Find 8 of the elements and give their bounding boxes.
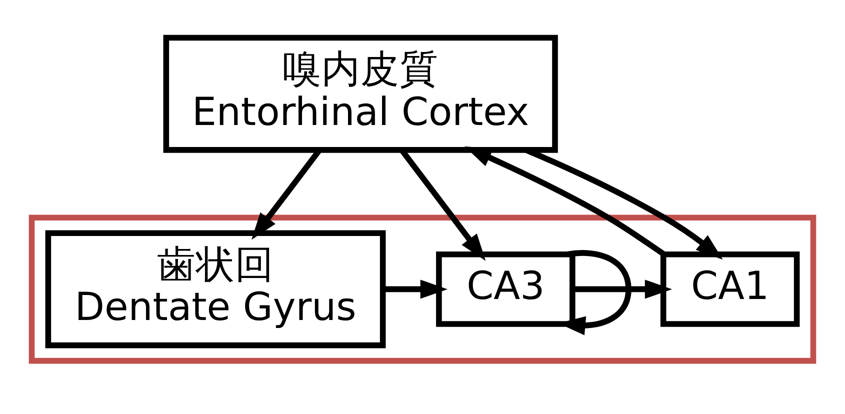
arrow xyxy=(464,146,666,256)
node-box: CA3 xyxy=(436,252,576,327)
cluster xyxy=(28,214,816,364)
node-box: 歯状回 Dentate Gyrus xyxy=(45,230,386,348)
arrow xyxy=(573,280,672,299)
arrow xyxy=(383,280,448,299)
node-box: CA1 xyxy=(660,252,800,327)
node-box: 嗅内皮質 Entorhinal Cortex xyxy=(163,34,558,153)
